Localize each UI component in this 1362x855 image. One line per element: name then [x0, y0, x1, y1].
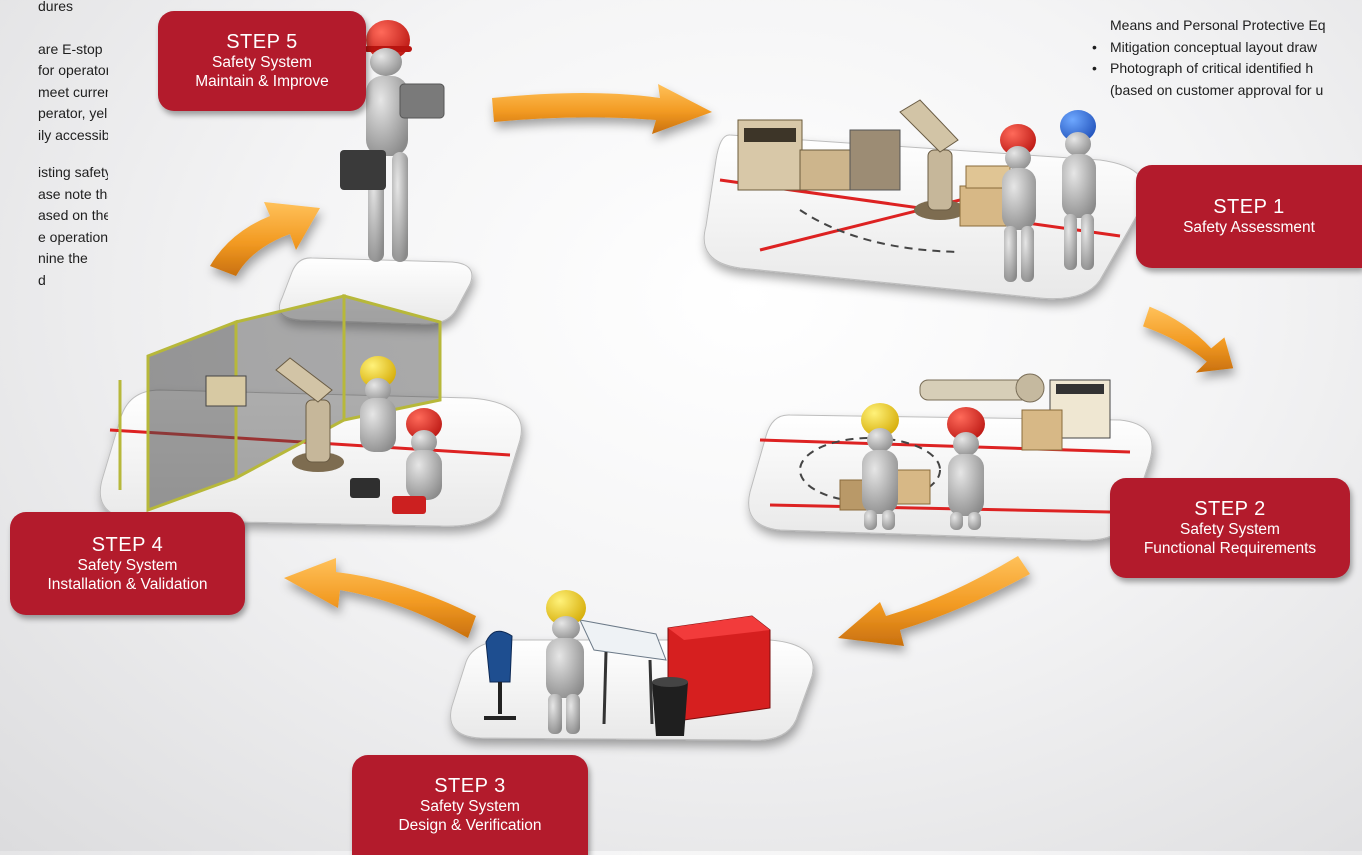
text-line: ily accessible.	[38, 126, 108, 143]
step-title: STEP 1	[1213, 196, 1285, 218]
step5-badge: STEP 5 Safety System Maintain & Improve	[158, 11, 366, 111]
step-label: Functional Requirements	[1143, 540, 1317, 557]
bullet-item: • Mitigation conceptual layout draw	[1088, 37, 1362, 59]
text-block: are E-stop for operator meet current per…	[38, 39, 108, 147]
drafting-table-icon	[579, 619, 667, 725]
worker-figure-icon	[546, 590, 586, 734]
office-chair-icon	[484, 630, 516, 720]
worker-figure-icon	[360, 356, 396, 452]
text-line: d	[38, 271, 46, 288]
worker-figure-icon	[861, 403, 899, 530]
text-line: ased on the	[38, 207, 108, 223]
text-line: Mitigation conceptual layout draw	[1110, 38, 1318, 55]
step-title: STEP 2	[1194, 498, 1266, 520]
step-label: Design & Verification	[398, 817, 542, 834]
step-label: Installation & Validation	[47, 575, 208, 593]
worker-figure-icon	[947, 407, 985, 530]
orange-curved-arrow-icon	[210, 202, 320, 276]
robot-arm-icon	[899, 99, 966, 220]
trash-bin-icon	[652, 677, 688, 736]
step2-badge: STEP 2 Safety System Functional Requirem…	[1110, 478, 1350, 578]
step-label: Safety Assessment	[1183, 219, 1315, 236]
step-label: Safety System	[77, 556, 178, 574]
orange-curved-arrow-icon	[838, 556, 1030, 646]
step4-badge: STEP 4 Safety System Installation & Vali…	[10, 512, 245, 615]
step-label: Safety System	[1180, 521, 1280, 538]
step-label: Safety System	[420, 798, 520, 815]
text-line: nine the	[38, 250, 88, 266]
text-block: isting safety ase note that ased on the …	[38, 162, 108, 291]
worker-figure-icon	[1000, 124, 1036, 282]
text-line: are E-stop	[38, 40, 103, 57]
step-label: Maintain & Improve	[195, 73, 329, 90]
orange-curved-arrow-icon	[284, 558, 476, 638]
right-description-text: Means and Personal Protective Eq • Mitig…	[1088, 15, 1362, 101]
robot-arm-icon	[205, 357, 344, 472]
text-line: dures	[38, 0, 74, 14]
step-label: Safety System	[212, 54, 312, 71]
text-line: Means and Personal Protective Eq	[1110, 17, 1326, 33]
platform-step5	[278, 257, 473, 325]
robot-arm-icon	[919, 373, 1111, 439]
text-line: Photograph of critical identified h	[1110, 60, 1314, 76]
worker-figure-icon	[340, 20, 445, 262]
text-line: isting safety	[38, 164, 108, 180]
step-title: STEP 3	[434, 775, 506, 797]
machinery-icon	[737, 119, 901, 191]
text-line: (based on customer approval for u	[1110, 81, 1324, 98]
bullet-icon: •	[1092, 38, 1097, 55]
left-description-text: dures are E-stop for operator meet curre…	[38, 0, 108, 291]
orange-curved-arrow-icon	[1143, 306, 1234, 373]
bullet-item: • Photograph of critical identified h (b…	[1088, 58, 1362, 101]
step-title: STEP 4	[91, 533, 164, 556]
text-line: for operator	[38, 62, 108, 78]
text-line: ase note that	[38, 185, 108, 202]
text-line: meet current	[38, 83, 108, 100]
bullet-icon: •	[1092, 60, 1097, 76]
worker-figure-icon	[350, 408, 442, 514]
worker-figure-icon	[1060, 110, 1096, 270]
orange-curved-arrow-icon	[492, 84, 712, 134]
step1-badge: STEP 1 Safety Assessment	[1136, 165, 1362, 268]
step3-badge: STEP 3 Safety System Design & Verificati…	[352, 755, 588, 855]
text-line: perator, yellow	[38, 105, 108, 121]
text-line: e operation.	[38, 228, 108, 245]
step-title: STEP 5	[226, 31, 298, 53]
